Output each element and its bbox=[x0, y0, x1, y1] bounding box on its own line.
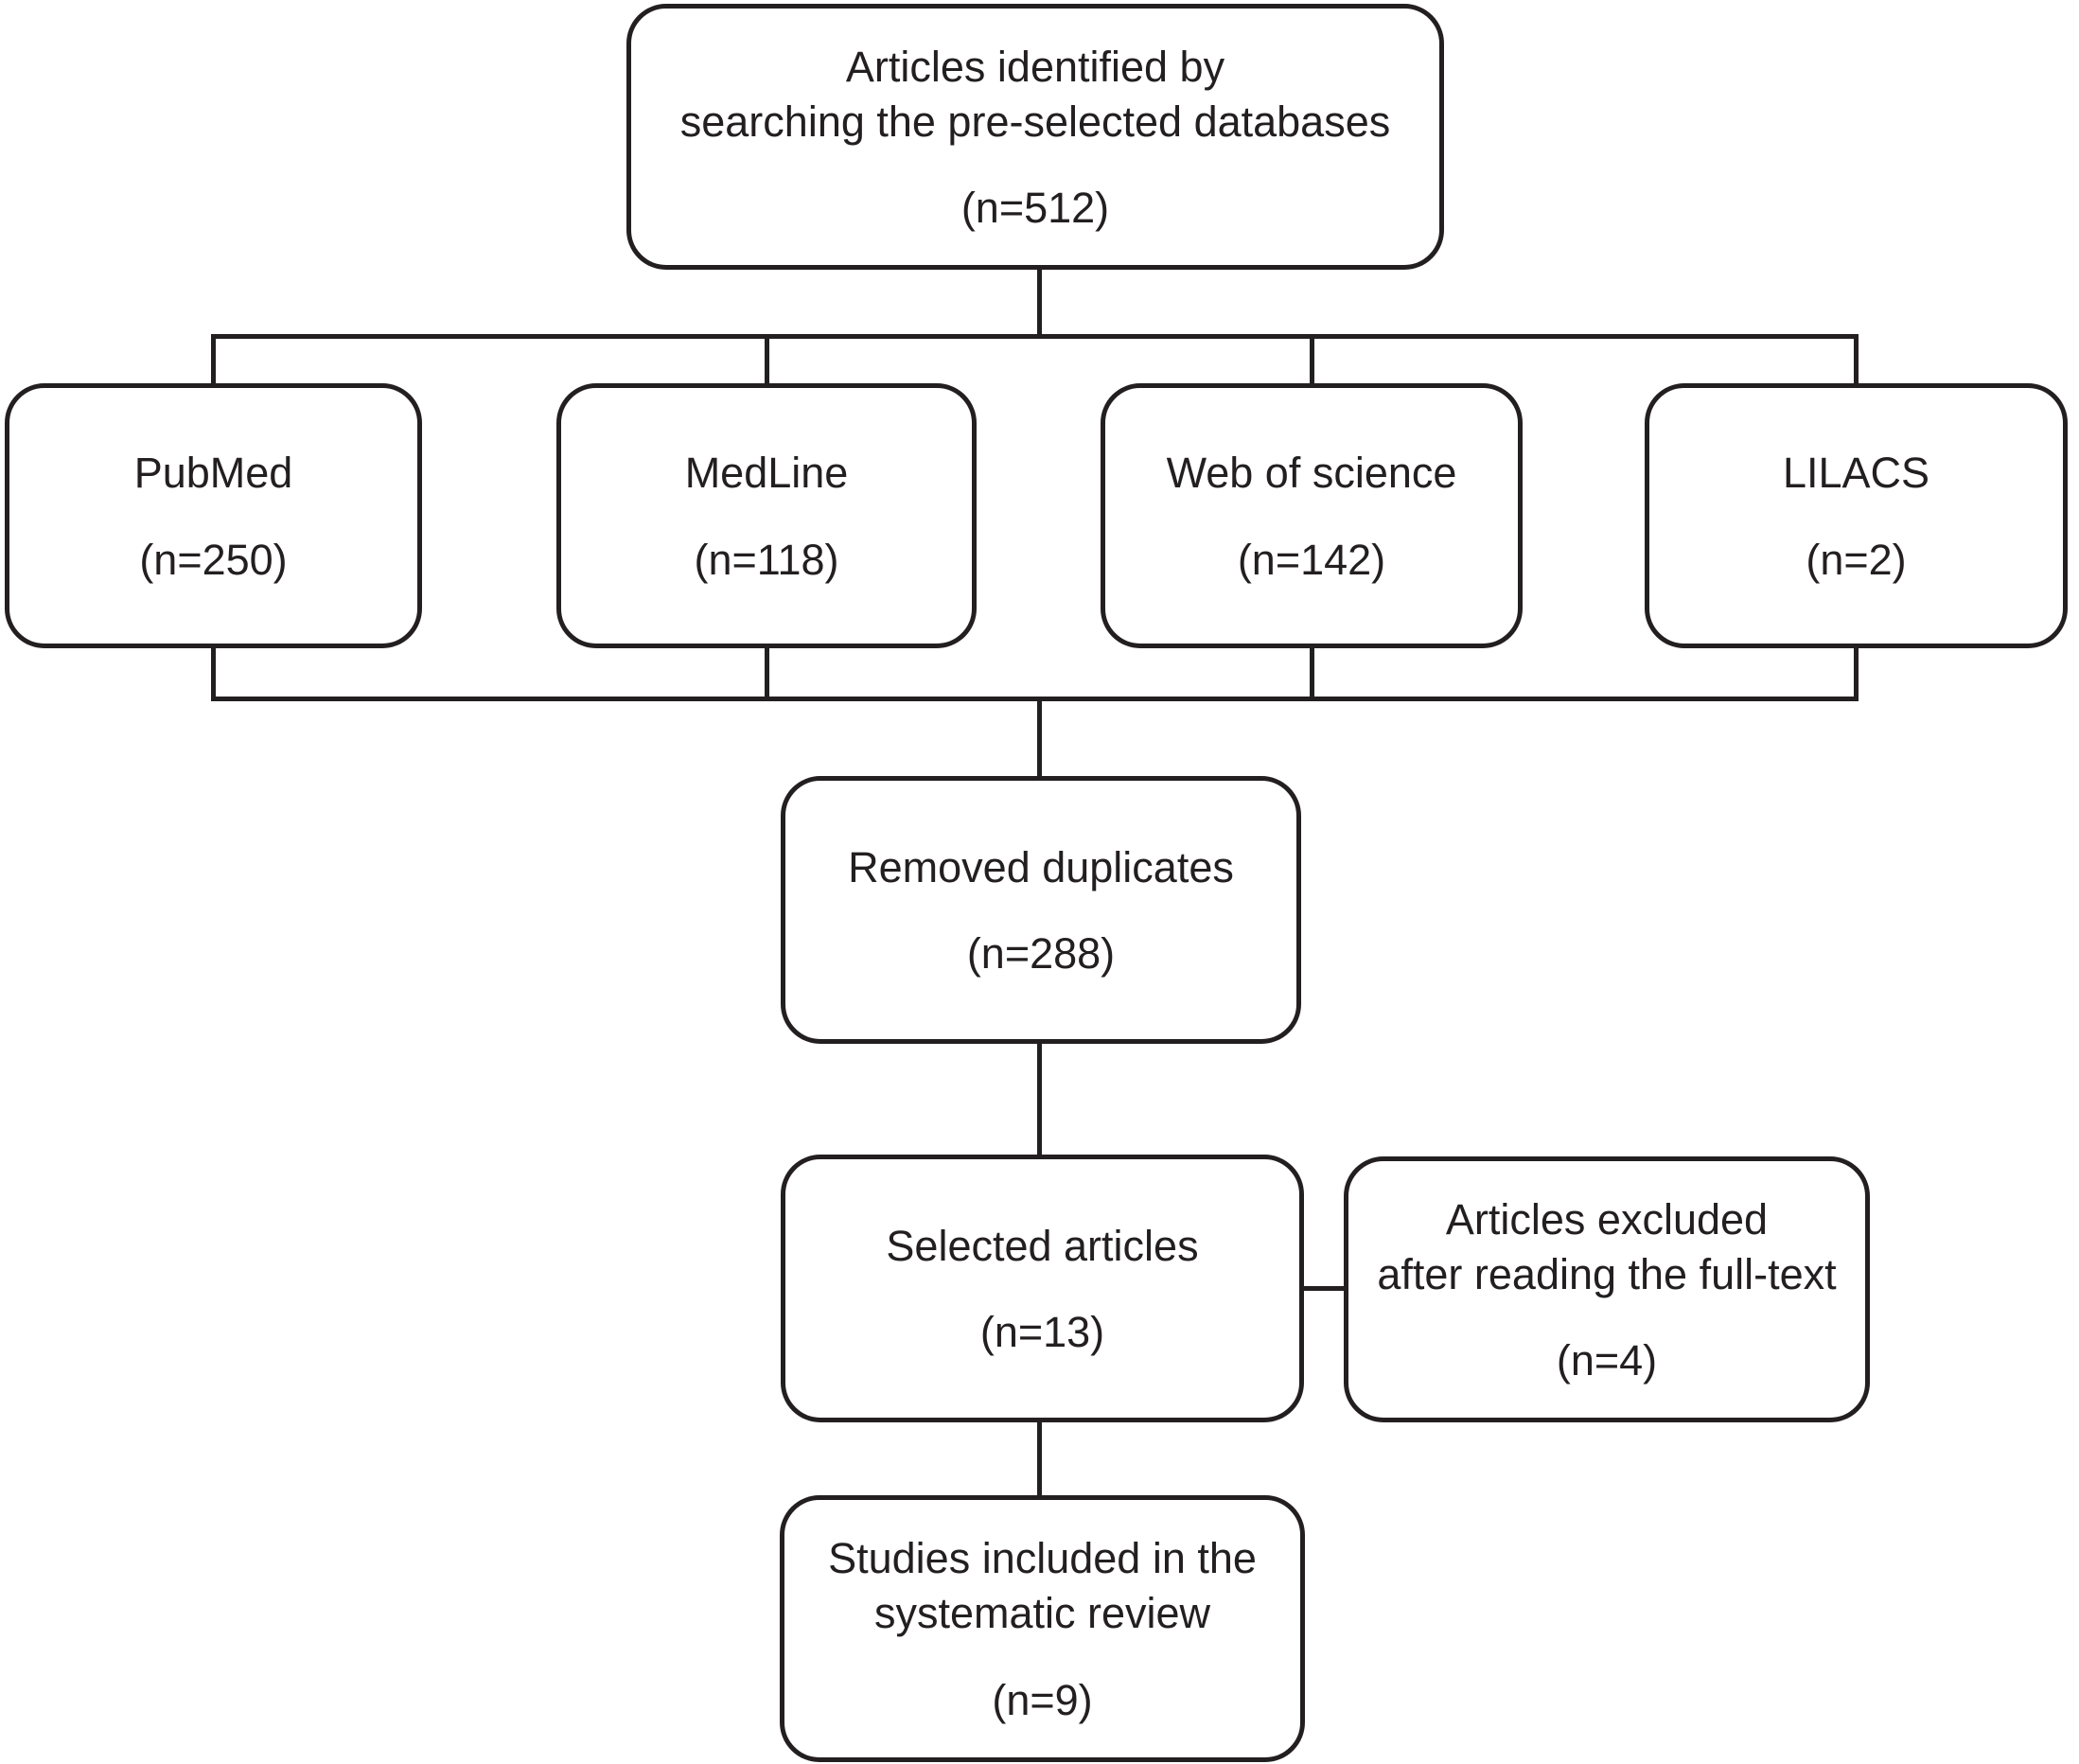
node-label-line: Articles identified by bbox=[845, 42, 1225, 91]
connector-top-distribution-line bbox=[211, 334, 1859, 339]
connector-stub-from-medline bbox=[765, 644, 769, 700]
node-label: Selected articles bbox=[886, 1221, 1199, 1270]
node-studies-included: Studies included in the systematic revie… bbox=[780, 1495, 1305, 1762]
node-count: (n=2) bbox=[1806, 535, 1907, 584]
connector-bottom-collector-line bbox=[211, 697, 1859, 701]
connector-stub-from-pubmed bbox=[211, 644, 216, 700]
node-label: Articles excluded after reading the full… bbox=[1377, 1192, 1836, 1301]
node-articles-identified: Articles identified by searching the pre… bbox=[626, 4, 1444, 270]
node-label-line: searching the pre-selected databases bbox=[679, 97, 1391, 146]
node-lilacs: LILACS (n=2) bbox=[1645, 383, 2068, 648]
node-articles-excluded: Articles excluded after reading the full… bbox=[1344, 1156, 1870, 1422]
connector-to-selected-articles bbox=[1037, 1041, 1042, 1158]
node-web-of-science: Web of science (n=142) bbox=[1101, 383, 1523, 648]
node-label: Articles identified by searching the pre… bbox=[680, 40, 1390, 149]
connector-to-studies-included bbox=[1037, 1420, 1042, 1499]
connector-stub-from-lilacs bbox=[1854, 644, 1859, 700]
node-label: Studies included in the systematic revie… bbox=[828, 1531, 1257, 1640]
node-count: (n=288) bbox=[966, 929, 1116, 979]
connector-stub-to-medline bbox=[765, 336, 769, 388]
node-count: (n=118) bbox=[694, 535, 839, 584]
node-label: PubMed bbox=[133, 449, 293, 498]
node-count: (n=142) bbox=[1237, 535, 1386, 584]
connector-stub-from-web-of-science bbox=[1310, 644, 1314, 700]
node-label-line: Articles excluded bbox=[1445, 1194, 1769, 1244]
node-label: LILACS bbox=[1782, 449, 1930, 498]
node-label: MedLine bbox=[684, 449, 849, 498]
node-label: Web of science bbox=[1166, 449, 1457, 498]
node-medline: MedLine (n=118) bbox=[556, 383, 977, 648]
connector-identified-down bbox=[1037, 268, 1042, 337]
node-selected-articles: Selected articles (n=13) bbox=[781, 1155, 1304, 1422]
node-count: (n=13) bbox=[979, 1308, 1105, 1357]
connector-stub-to-lilacs bbox=[1854, 336, 1859, 388]
node-count: (n=9) bbox=[992, 1675, 1093, 1724]
node-label-line: Studies included in the bbox=[828, 1534, 1257, 1583]
node-label-line: after reading the full-text bbox=[1377, 1249, 1837, 1298]
node-label: Removed duplicates bbox=[848, 842, 1234, 891]
node-removed-duplicates: Removed duplicates (n=288) bbox=[781, 776, 1301, 1044]
node-count: (n=4) bbox=[1556, 1336, 1658, 1385]
connector-stub-to-pubmed bbox=[211, 336, 216, 388]
node-count: (n=512) bbox=[960, 184, 1110, 233]
node-label-line: systematic review bbox=[873, 1589, 1211, 1637]
connector-stub-to-web-of-science bbox=[1310, 336, 1314, 388]
node-count: (n=250) bbox=[139, 535, 288, 584]
node-pubmed: PubMed (n=250) bbox=[5, 383, 422, 648]
connector-to-articles-excluded bbox=[1300, 1286, 1348, 1291]
connector-to-removed-duplicates bbox=[1037, 698, 1042, 780]
